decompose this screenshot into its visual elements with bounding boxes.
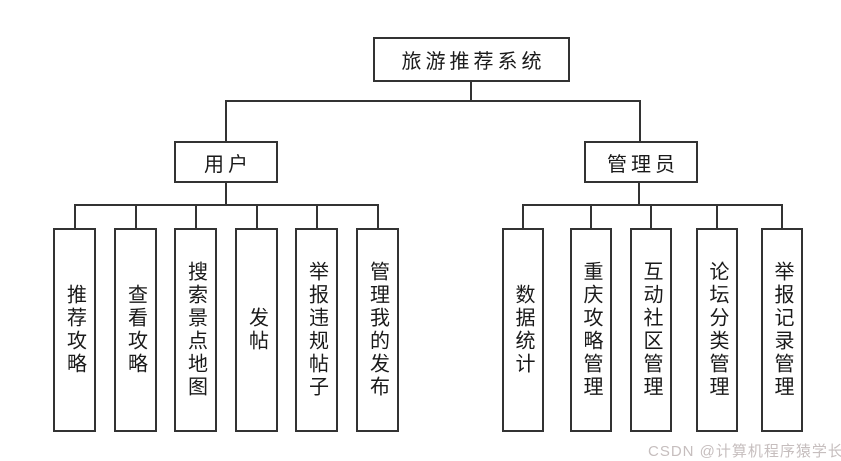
node-post: 发帖: [235, 228, 278, 432]
node-manage-my-posts: 管理我的发布: [356, 228, 399, 432]
node-label: 搜索景点地图: [184, 261, 207, 399]
connector-admin-stub-3: [650, 204, 652, 228]
node-chongqing-guide-mgmt: 重庆攻略管理: [570, 228, 612, 432]
connector-admin-stub-2: [590, 204, 592, 228]
connector-drop-user: [225, 100, 227, 141]
node-label: 举报记录管理: [771, 261, 793, 399]
connector-user-stub-1: [74, 204, 76, 228]
node-label: 论坛分类管理: [706, 261, 728, 399]
node-label: 推荐攻略: [63, 284, 86, 376]
node-community-mgmt: 互动社区管理: [630, 228, 672, 432]
node-recommend-guides: 推荐攻略: [53, 228, 96, 432]
node-user-label: 用户: [204, 153, 252, 176]
connector-admin-down: [638, 183, 640, 204]
connector-bus-admin: [522, 204, 783, 206]
connector-user-stub-2: [135, 204, 137, 228]
node-search-scenic-map: 搜索景点地图: [174, 228, 217, 432]
connector-user-stub-4: [256, 204, 258, 228]
node-report-record-mgmt: 举报记录管理: [761, 228, 803, 432]
connector-admin-stub-5: [781, 204, 783, 228]
node-root-label: 旅游推荐系统: [401, 51, 546, 73]
connector-user-down: [225, 183, 227, 204]
node-user: 用户: [174, 141, 278, 183]
node-view-guides: 查看攻略: [114, 228, 157, 432]
node-forum-category-mgmt: 论坛分类管理: [696, 228, 738, 432]
node-label: 查看攻略: [124, 284, 147, 376]
node-label: 管理我的发布: [366, 261, 389, 399]
node-report-violations: 举报违规帖子: [295, 228, 338, 432]
node-admin-label: 管理员: [607, 153, 679, 176]
connector-user-stub-3: [195, 204, 197, 228]
connector-root-stub: [470, 81, 472, 100]
node-label: 发帖: [245, 307, 268, 353]
connector-user-stub-6: [377, 204, 379, 228]
node-label: 举报违规帖子: [305, 261, 328, 399]
connector-user-stub-5: [316, 204, 318, 228]
connector-admin-stub-1: [522, 204, 524, 228]
watermark: CSDN @计算机程序猿学长: [648, 443, 841, 460]
node-label: 互动社区管理: [640, 261, 662, 399]
node-label: 数据统计: [512, 284, 534, 376]
connector-bus-level1: [225, 100, 641, 102]
node-label: 重庆攻略管理: [580, 261, 602, 399]
node-admin: 管理员: [584, 141, 698, 183]
connector-bus-user: [74, 204, 379, 206]
connector-drop-admin: [639, 100, 641, 141]
node-root: 旅游推荐系统: [373, 37, 570, 82]
connector-admin-stub-4: [716, 204, 718, 228]
node-data-statistics: 数据统计: [502, 228, 544, 432]
